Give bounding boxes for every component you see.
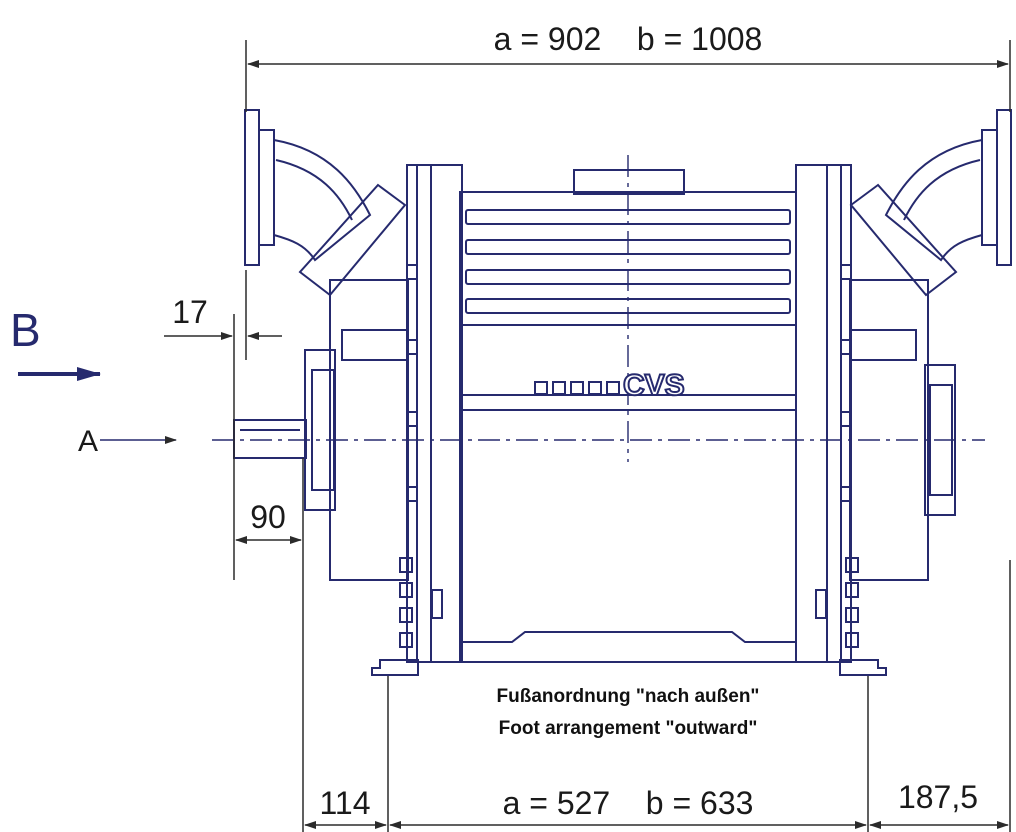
bolt (840, 264, 852, 280)
left-band (341, 329, 409, 361)
right-bearing-cover (924, 364, 956, 516)
view-b-label: B (10, 304, 41, 356)
bolt (406, 339, 418, 355)
right-side-housing (849, 279, 929, 581)
left-pipe-elbow (273, 138, 372, 262)
shaft-length-label: 90 (250, 499, 286, 535)
bolt (840, 411, 852, 427)
right-pipe-flange (996, 109, 1012, 266)
logo-square (552, 381, 566, 395)
bolt (399, 632, 413, 648)
logo-square (588, 381, 602, 395)
right-pipe-elbow-inner (903, 159, 981, 221)
left-foot (371, 659, 419, 676)
cooling-slot (465, 239, 791, 255)
bolt (845, 557, 859, 573)
bolt (840, 339, 852, 355)
terminal-lug (431, 589, 443, 619)
bolt (399, 557, 413, 573)
left-pipe-flange (244, 109, 260, 266)
dimension-lines (164, 40, 1011, 832)
right-end-plate-inner (826, 164, 842, 663)
left-side-housing (329, 279, 409, 581)
bolt (845, 582, 859, 598)
foot-right-offset-label: 187,5 (898, 779, 978, 815)
foot-arrangement-note-en: Foot arrangement "outward" (499, 718, 758, 739)
left-pipe-elbow-inner (275, 159, 353, 221)
cooling-slot (465, 209, 791, 225)
bolt (399, 582, 413, 598)
logo-square (570, 381, 584, 395)
bottom-base (461, 631, 797, 663)
left-cover-ring (311, 369, 335, 491)
bolt (840, 486, 852, 502)
left-end-plate-inner (416, 164, 432, 663)
logo-square (606, 381, 620, 395)
shaft (233, 419, 307, 459)
logo-text: CVS (623, 369, 685, 402)
right-end-plate (795, 164, 852, 663)
right-foot (839, 659, 887, 676)
overall-width-label: a = 902 b = 1008 (494, 21, 763, 57)
bolt (406, 486, 418, 502)
foot-arrangement-note-de: Fußanordnung "nach außen" (497, 686, 760, 707)
left-pipe-neck (258, 129, 275, 246)
view-a-label: A (78, 425, 98, 458)
logo-square (534, 381, 548, 395)
bolt (399, 607, 413, 623)
foot-left-offset-label: 114 (319, 785, 370, 821)
bolt (406, 411, 418, 427)
cooling-slot (465, 298, 791, 314)
right-pipe-flange-diag (849, 183, 958, 297)
bolt (845, 632, 859, 648)
right-pipe-neck (981, 129, 998, 246)
right-band (849, 329, 917, 361)
cooling-slot (465, 269, 791, 285)
left-pipe-flange-diag (298, 183, 407, 297)
right-pipe-elbow (884, 138, 983, 262)
top-boss (573, 169, 685, 195)
terminal-lug (815, 589, 827, 619)
machine-body (212, 109, 1012, 676)
flange-offset-label: 17 (172, 294, 208, 330)
right-cover-ring (929, 384, 953, 496)
foot-spacing-label: a = 527 b = 633 (503, 785, 754, 821)
bolt (845, 607, 859, 623)
logo-squares (534, 381, 620, 395)
bolt (406, 264, 418, 280)
left-end-plate (406, 164, 463, 663)
